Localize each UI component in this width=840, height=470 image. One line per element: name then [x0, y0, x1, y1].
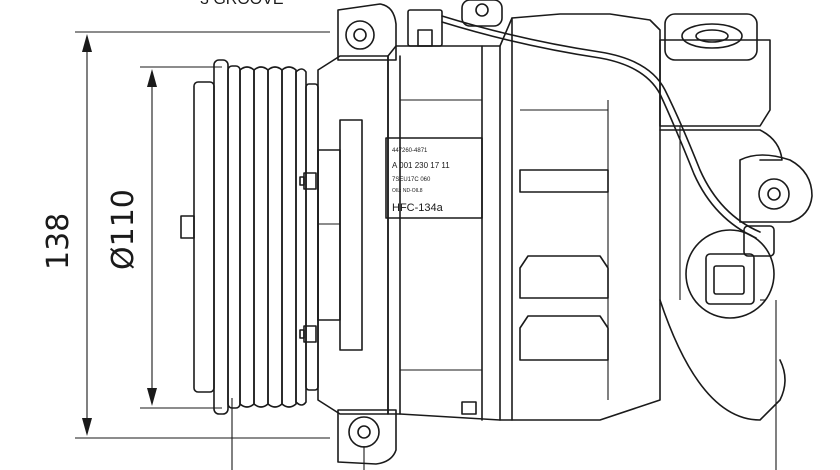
- wire-harness: [441, 15, 761, 233]
- front-bolt-top: [299, 172, 317, 190]
- mounting-ear-top: [337, 3, 397, 61]
- label-line-1: 447260-4871: [392, 148, 428, 154]
- pulley: [180, 59, 319, 415]
- pressure-sensor: [685, 225, 775, 319]
- front-housing: [299, 55, 389, 415]
- front-bolt-bottom: [299, 325, 317, 343]
- label-line-2: A 001 230 17 11: [392, 161, 450, 170]
- mounting-ear-right: [739, 154, 813, 223]
- rear-housing: [659, 13, 786, 421]
- pulley-grooves: [239, 66, 307, 408]
- mounting-ear-bottom: [337, 409, 397, 465]
- top-connector: [407, 0, 503, 47]
- top-partial-label: 3 GROOVE: [200, 0, 284, 8]
- label-line-4: OIL: ND-OIL8: [392, 188, 423, 194]
- label-line-3: 7SEU17C 060: [392, 177, 431, 183]
- refrigerant-label: HFC-134a: [392, 202, 444, 214]
- height-dimension: 138: [41, 31, 330, 439]
- compressor-body: [387, 13, 661, 421]
- height-dimension-label: 138: [41, 213, 76, 270]
- diameter-dimension-label: Ø110: [106, 189, 141, 270]
- label-plate: 447260-4871 A 001 230 17 11 7SEU17C 060 …: [385, 137, 483, 219]
- diameter-dimension: Ø110: [106, 66, 222, 409]
